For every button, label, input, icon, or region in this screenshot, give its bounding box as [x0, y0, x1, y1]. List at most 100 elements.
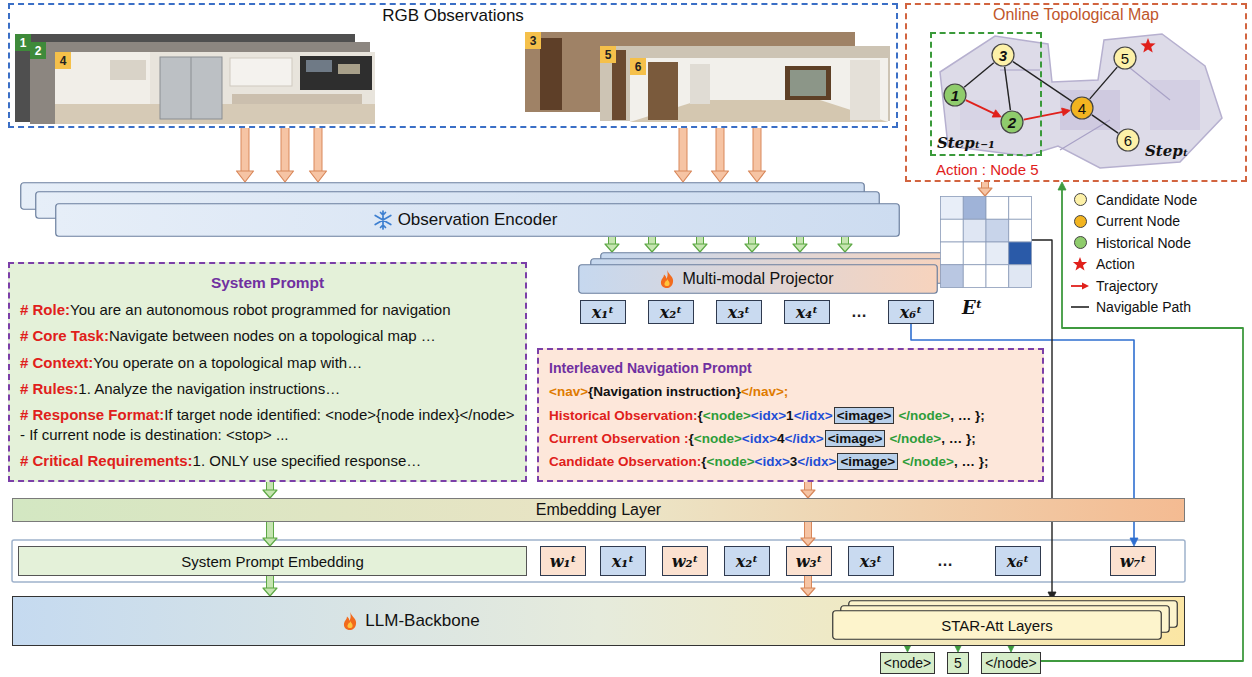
flow-arrow — [712, 128, 729, 182]
matrix-cell — [941, 219, 964, 242]
prompt-text: </idx> — [785, 431, 824, 446]
rgb-photo — [306, 60, 332, 72]
arrow-head — [237, 171, 254, 182]
connector — [801, 522, 815, 546]
arrow-outline — [241, 128, 250, 173]
rgb-photo — [55, 52, 375, 124]
arrow-line — [680, 128, 687, 173]
prompt-line: <nav>{Navigation instruction}</nav>; — [549, 383, 1032, 401]
matrix-cell — [1009, 265, 1032, 288]
box-label: x₆ᵗ — [900, 303, 922, 322]
arrow-head — [1062, 108, 1071, 116]
frozen-icon — [375, 211, 391, 229]
token-box: x₂ᵗ — [724, 546, 770, 576]
prompt-heading: System Prompt — [211, 274, 324, 291]
prompt-text: Navigate between nodes on a topological … — [109, 327, 436, 344]
flow-arrow — [793, 237, 807, 252]
prompt-text: 1. Analyze the navigation instructions… — [78, 380, 340, 397]
arrow-outline — [281, 128, 290, 173]
prompt-key: # Context: — [20, 354, 93, 371]
box-label: x₂ᵗ — [736, 552, 758, 571]
box-label: LLM-Backbone — [365, 611, 479, 631]
matrix-cell — [1009, 219, 1032, 242]
image-badge: 4 — [60, 54, 67, 68]
matrix-cell — [1009, 242, 1032, 265]
trainable-icon — [661, 270, 673, 288]
token-box: x₃ᵗ — [716, 300, 762, 324]
rgb-photo — [110, 60, 146, 80]
output-token: <node> — [880, 652, 935, 674]
connector — [966, 100, 1001, 117]
legend-symbol — [1071, 285, 1083, 287]
arrow-line — [717, 128, 724, 173]
prompt-line: # Critical Requirements:1. ONLY use spec… — [20, 451, 515, 471]
arrow-line — [805, 522, 811, 540]
step-label: Stepₜ — [1143, 141, 1190, 161]
node-circle — [1117, 129, 1139, 151]
rgb-photo — [160, 57, 222, 119]
observation-panel: RGB Observations — [8, 3, 898, 128]
rgb-photo — [338, 64, 360, 74]
matrix-cell — [941, 197, 964, 220]
flow-arrow — [675, 128, 692, 182]
matrix-cell — [986, 219, 1009, 242]
matrix-cell — [986, 242, 1009, 265]
connector — [1090, 67, 1117, 99]
flow-arrow — [645, 237, 659, 252]
legend-symbol — [1071, 306, 1089, 308]
matrix-cell — [963, 219, 986, 242]
arrow-line — [966, 100, 996, 114]
node-circle — [992, 44, 1014, 66]
prompt-line: # Core Task:Navigate between nodes on a … — [20, 326, 515, 346]
connector — [745, 237, 759, 252]
node-index: 6 — [1124, 132, 1132, 149]
image-badge: 5 — [600, 46, 616, 63]
arrow-head — [838, 244, 852, 252]
prompt-text: { — [698, 408, 703, 423]
prompt-key: Historical Observation: — [549, 408, 698, 423]
panel-title: RGB Observations — [382, 6, 524, 26]
matrix-cell — [963, 197, 986, 220]
connector — [964, 63, 994, 88]
arrow-head — [645, 244, 659, 252]
box-label: x₁ᵗ — [612, 552, 634, 571]
arrow-line — [1092, 115, 1118, 133]
image-badge: 2 — [30, 42, 46, 59]
matrix-label: Eᵗ — [962, 297, 982, 318]
image-badge: 2 — [35, 44, 42, 58]
prompt-text: { — [701, 454, 706, 469]
candidate-node: 5 — [1113, 46, 1137, 70]
legend-marker — [1068, 212, 1092, 230]
legend-row: Navigable Path — [1068, 297, 1191, 319]
prompt-text: You operate on a topological map with… — [93, 354, 362, 371]
box-label: w₁ᵗ — [550, 552, 577, 571]
prompt-line: # Context:You operate on a topological m… — [20, 353, 515, 373]
box-label: </node> — [985, 655, 1036, 671]
legend-symbol — [1069, 255, 1091, 273]
connector — [263, 522, 277, 546]
arrow-head — [793, 244, 807, 252]
box-label: 5 — [954, 655, 962, 671]
arrow-line — [267, 522, 273, 540]
arrow-head — [801, 538, 815, 546]
prompt-key: Candidate Observation: — [549, 454, 701, 469]
rgb-photo — [785, 66, 831, 100]
arrow-outline — [266, 522, 274, 540]
prompt-text: <idx> — [742, 431, 777, 446]
legend-symbol — [1073, 257, 1087, 271]
legend-text: Action — [1096, 256, 1135, 272]
rgb-photo — [790, 70, 826, 96]
image-badge: 1 — [15, 34, 31, 51]
flow-arrow — [693, 237, 707, 252]
matrix-cell — [941, 265, 964, 288]
arrow-head — [978, 188, 992, 196]
block-label: Observation Encoder — [398, 210, 558, 230]
prompt-text: <nav> — [549, 384, 588, 399]
embedding-layer: Embedding Layer — [12, 498, 1185, 522]
image-token: <image> — [837, 453, 898, 470]
image-token: <image> — [834, 407, 895, 424]
image-badge: 6 — [635, 60, 642, 74]
arrow-outline — [679, 128, 688, 173]
ellipsis: … — [900, 546, 990, 576]
